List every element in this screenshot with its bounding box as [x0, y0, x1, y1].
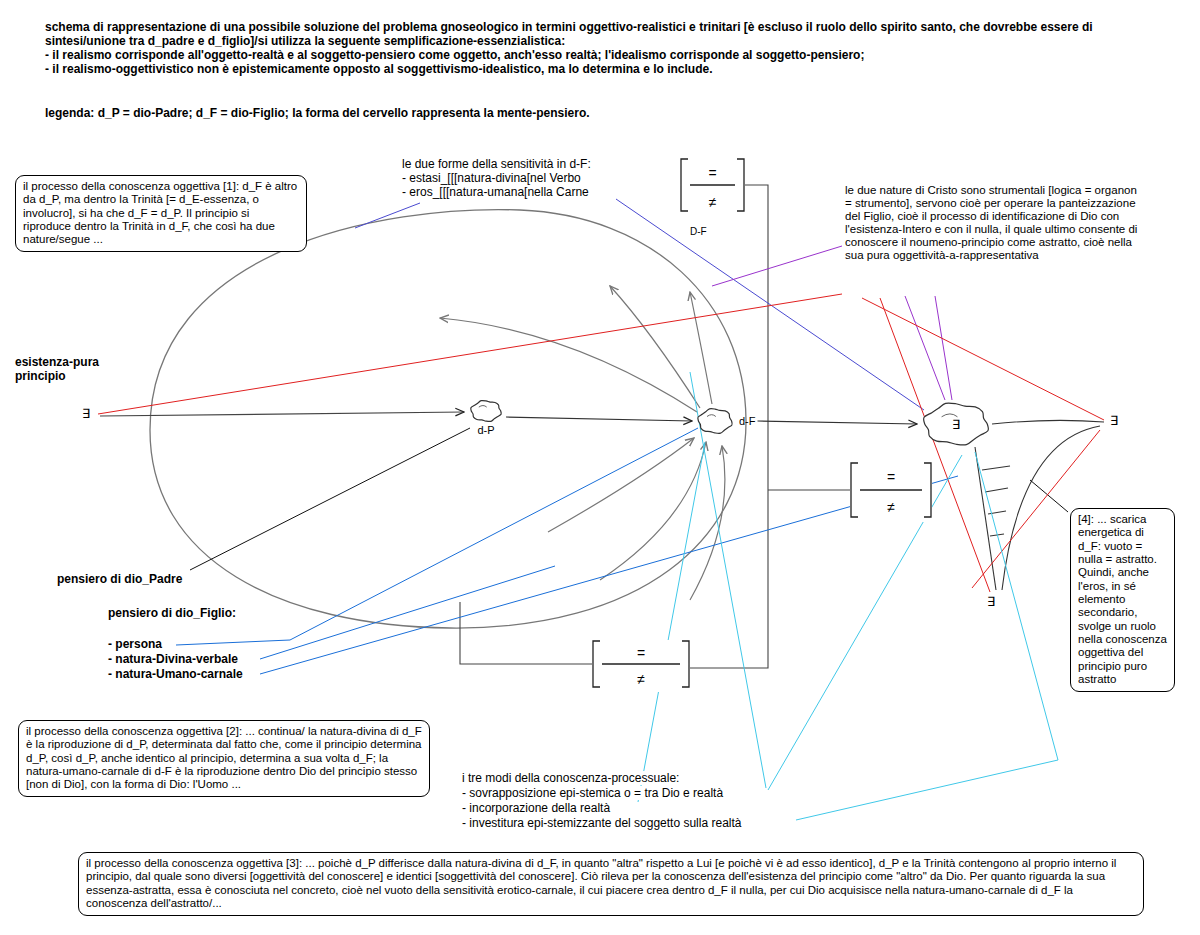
- process-box: il processo della conoscenza oggettiva […: [18, 720, 430, 797]
- leader-line: [935, 296, 952, 400]
- leader-line: [1030, 480, 1068, 512]
- process-arrow: [600, 442, 706, 580]
- box-text: il processo della conoscenza oggettiva […: [26, 725, 422, 792]
- process-arrow: [440, 318, 697, 412]
- premise-text: - il realismo corrisponde all'oggetto-re…: [45, 48, 1175, 62]
- annotation: esistenza-pura principio: [15, 355, 127, 383]
- identity-bracket: =≠: [850, 462, 932, 522]
- mind-shape: d-P: [468, 398, 504, 436]
- brain-outline: [468, 398, 504, 424]
- funnel-edge: [992, 420, 1104, 424]
- wire: [768, 489, 850, 490]
- identity-bracket: =≠: [592, 640, 690, 692]
- box-text: [4]: ... scarica energetica di d_F: vuot…: [1078, 513, 1167, 686]
- brain-outline: [695, 406, 735, 436]
- leader-line: [98, 294, 842, 414]
- annotation: i tre modi della conoscenza-processuale:: [462, 771, 679, 785]
- leader-line: [690, 372, 766, 788]
- leader-line: [905, 296, 945, 400]
- brain-fold: [707, 415, 716, 417]
- brain-fold: [479, 406, 487, 408]
- funnel-tick: [982, 466, 1010, 470]
- figlio-leaders: [176, 428, 958, 674]
- exists-symbol: ∃: [1110, 413, 1118, 428]
- leader-line: [190, 428, 470, 570]
- annotation: - investitura epi-stemizzante del sogget…: [462, 816, 741, 830]
- flow-arrow: [506, 417, 692, 421]
- process-box: il processo della conoscenza oggettiva […: [15, 175, 307, 252]
- leader-line: [880, 298, 990, 592]
- sensitivity-leaders: [355, 199, 924, 410]
- leader-line: [862, 298, 1104, 420]
- relation-sign: ≠: [850, 492, 932, 522]
- process-box: il processo della conoscenza oggettiva […: [78, 852, 1144, 916]
- annotation: - eros_[[[natura-umana[nella Carne: [402, 185, 589, 199]
- brain-shape: [924, 403, 989, 445]
- node-label: d-P: [477, 424, 494, 436]
- relation-sign: ≠: [680, 187, 745, 216]
- leader-line: [176, 428, 698, 645]
- identity-bracket: =≠: [680, 158, 745, 216]
- trinity-envelope: [150, 210, 746, 628]
- exists-symbol: ∃: [82, 406, 90, 421]
- annotation: - natura-Umano-carnale: [108, 667, 243, 681]
- leader-line: [638, 442, 705, 802]
- mode-leaders: [638, 372, 1058, 820]
- annotation: pensiero di dio_Padre: [57, 572, 182, 586]
- relation-sign: ≠: [592, 666, 690, 692]
- process-box: [4]: ... scarica energetica di d_F: vuot…: [1070, 508, 1175, 692]
- box-text: il processo della conoscenza oggettiva […: [86, 857, 1136, 910]
- principle-arrow: [100, 412, 464, 416]
- relation-sign: =: [592, 640, 690, 666]
- node-label: d-F: [739, 415, 756, 427]
- annotation: pensiero di dio_Figlio:: [108, 606, 236, 620]
- principle-leaders: [98, 294, 1104, 592]
- leader-line: [768, 455, 962, 790]
- annotation: - sovrapposizione epi-stemica o = tra Di…: [462, 786, 723, 800]
- brain-shape: [698, 409, 732, 434]
- premise-text: - il realismo-oggettivistico non è epist…: [45, 62, 1175, 76]
- brain-shape: [471, 401, 502, 422]
- identity-wiring: [460, 185, 850, 668]
- leader-line: [712, 246, 842, 286]
- flow-arrow: [758, 421, 918, 424]
- annotation: le due nature di Cristo sono strumentali…: [845, 184, 1145, 262]
- box-text: il processo della conoscenza oggettiva […: [23, 180, 299, 247]
- node-label: ∃: [952, 417, 960, 432]
- relation-sign: =: [850, 462, 932, 492]
- annotation: le due forme della sensitività in d-F:: [402, 157, 591, 171]
- nature-leaders: [712, 246, 952, 400]
- leader-line: [355, 203, 420, 228]
- title: schema di rappresentazione di una possib…: [45, 20, 1175, 48]
- annotation: - persona: [108, 637, 162, 651]
- process-arrow: [610, 286, 700, 408]
- annotation: - incorporazione della realtà: [462, 801, 610, 815]
- exists-symbol: ∃: [987, 594, 995, 609]
- mind-shape: d-F: [695, 406, 756, 436]
- funnel-tick: [985, 488, 1008, 492]
- annotation: - estasi_[[[natura-divina[nel Verbo: [402, 171, 581, 185]
- process-arrow: [690, 292, 712, 404]
- annotation: - natura-Divina-verbale: [108, 652, 238, 666]
- leader-line: [796, 452, 1058, 820]
- process-arrows: [440, 286, 725, 600]
- node-label: D-F: [690, 226, 707, 238]
- header-block: schema di rappresentazione di una possib…: [45, 20, 1175, 76]
- process-arrow: [548, 438, 694, 532]
- leader-line: [260, 566, 555, 659]
- relation-sign: =: [680, 158, 745, 187]
- brain-fold: [942, 414, 958, 417]
- mind-shape: ∃: [920, 400, 992, 448]
- legend-text: legenda: d_P = dio-Padre; d_F = dio-Figl…: [45, 106, 1175, 120]
